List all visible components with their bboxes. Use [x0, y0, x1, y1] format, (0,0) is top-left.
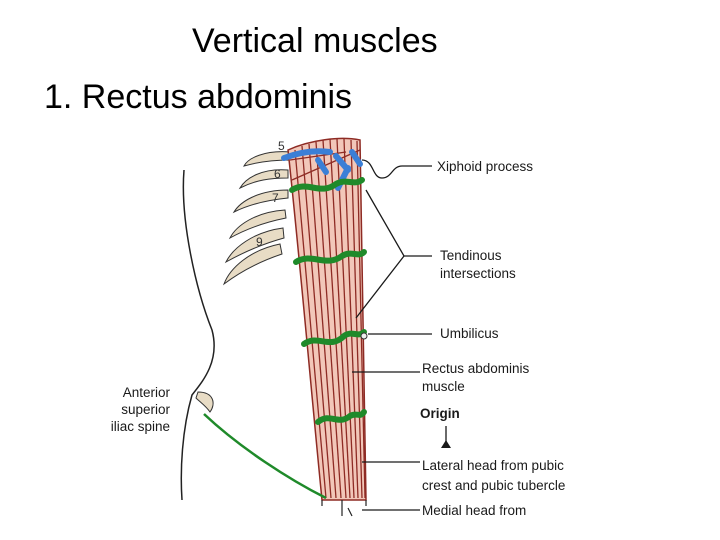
label-asis-line-2: superior [121, 402, 170, 417]
label-asis-line-1: Anterior [123, 385, 171, 400]
label-lateral-head-line-1: Lateral head from pubic [422, 458, 564, 473]
rectus-muscle [287, 137, 367, 501]
label-medial-head: Medial head from [422, 503, 526, 518]
asis-bone [195, 391, 214, 413]
rib-number-9: 9 [256, 235, 263, 249]
origin-arrow-head [441, 440, 451, 448]
rib-number-7: 7 [272, 191, 279, 205]
label-asis-line-3: iliac spine [111, 419, 170, 434]
label-tendinous-line-2: intersections [440, 266, 516, 281]
inguinal-line [203, 413, 327, 500]
label-tendinous-line-1: Tendinous [440, 248, 502, 263]
rib-number-6: 6 [274, 167, 281, 181]
rib-number-5: 5 [278, 139, 285, 153]
label-rectus-line-1: Rectus abdominis [422, 361, 530, 376]
label-xiphoid-process: Xiphoid process [437, 159, 533, 174]
label-lateral-head-line-2: crest and pubic tubercle [422, 478, 565, 493]
slide-title: Vertical muscles [192, 22, 438, 60]
leader-lines [352, 159, 432, 511]
tendinous-intersections [289, 177, 367, 425]
body-outline [180, 169, 215, 501]
ribs [222, 151, 291, 286]
label-rectus-line-2: muscle [422, 379, 465, 394]
umbilicus-marker [360, 332, 368, 340]
label-origin: Origin [420, 406, 460, 421]
label-umbilicus: Umbilicus [440, 326, 499, 341]
rib-numbers: 5 6 7 9 [256, 139, 285, 249]
pubic-origin [321, 500, 367, 517]
muscle-fibers [289, 138, 366, 499]
slide-subtitle: 1. Rectus abdominis [44, 78, 353, 116]
